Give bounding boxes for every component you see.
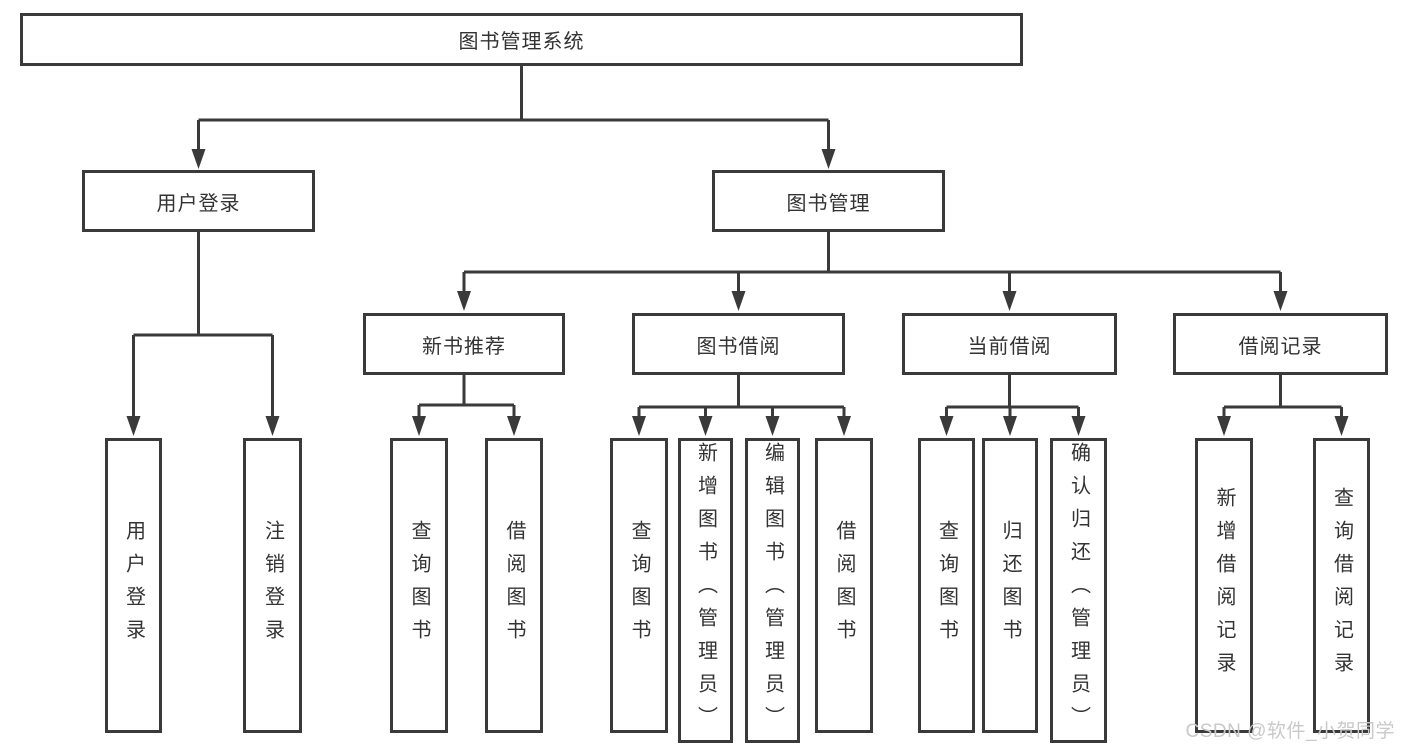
arrowhead [265, 416, 280, 436]
arrowhead [765, 416, 780, 436]
arrowhead [837, 416, 851, 436]
node-borrow-records: 借阅记录 [1173, 313, 1388, 375]
edge-bookmgmt-to-level3 [462, 232, 1282, 293]
edge-borrowrecords-to-leaves [1222, 375, 1343, 418]
csdn-watermark: CSDN @软件_小贺同学 [1185, 721, 1395, 742]
leaf-cb-confirm-return-admin: 确认归还（管理员） [1050, 438, 1107, 743]
leaf-br-query-record: 查询借阅记录 [1313, 438, 1370, 733]
arrowhead [939, 416, 954, 436]
node-new-book-recommend: 新书推荐 [363, 313, 565, 375]
arrowhead [412, 416, 426, 436]
leaf-logout: 注销登录 [243, 438, 302, 733]
node-current-borrow: 当前借阅 [902, 313, 1117, 375]
node-user-login: 用户登录 [82, 170, 315, 232]
leaf-bb-edit-books-admin: 编辑图书（管理员） [745, 438, 800, 743]
arrowhead [1002, 291, 1017, 311]
edge-newbookrec-to-leaves [417, 375, 516, 418]
leaf-user-login: 用户登录 [105, 438, 162, 733]
edge-currentborrow-to-leaves [945, 375, 1080, 418]
arrowhead [507, 416, 521, 436]
arrowhead [1334, 416, 1349, 436]
node-root-system: 图书管理系统 [20, 13, 1023, 66]
arrowhead [1003, 416, 1017, 436]
arrowhead [731, 291, 746, 311]
arrowhead [1273, 291, 1288, 311]
node-book-management: 图书管理 [712, 170, 945, 232]
arrowhead [126, 416, 141, 436]
arrowhead [698, 416, 713, 436]
edge-root-to-level2 [197, 66, 830, 151]
leaf-cb-return-books: 归还图书 [982, 438, 1038, 733]
arrowhead [1071, 416, 1086, 436]
leaf-rec-query-books: 查询图书 [390, 438, 448, 733]
leaf-br-add-record: 新增借阅记录 [1195, 438, 1253, 733]
leaf-bb-borrow-books: 借阅图书 [815, 438, 873, 733]
leaf-cb-query-books: 查询图书 [918, 438, 975, 733]
arrowhead [457, 291, 471, 311]
edge-userlogin-to-leaves [132, 232, 274, 418]
leaf-bb-add-books-admin: 新增图书（管理员） [678, 438, 733, 743]
edge-bookborrow-to-leaves [637, 375, 846, 418]
leaf-bb-query-books: 查询图书 [610, 438, 668, 733]
node-book-borrow: 图书借阅 [632, 313, 845, 375]
arrowhead [1217, 416, 1231, 436]
leaf-rec-borrow-books: 借阅图书 [485, 438, 543, 733]
arrowhead [191, 149, 206, 169]
arrowhead [632, 416, 646, 436]
arrowhead [821, 149, 836, 169]
